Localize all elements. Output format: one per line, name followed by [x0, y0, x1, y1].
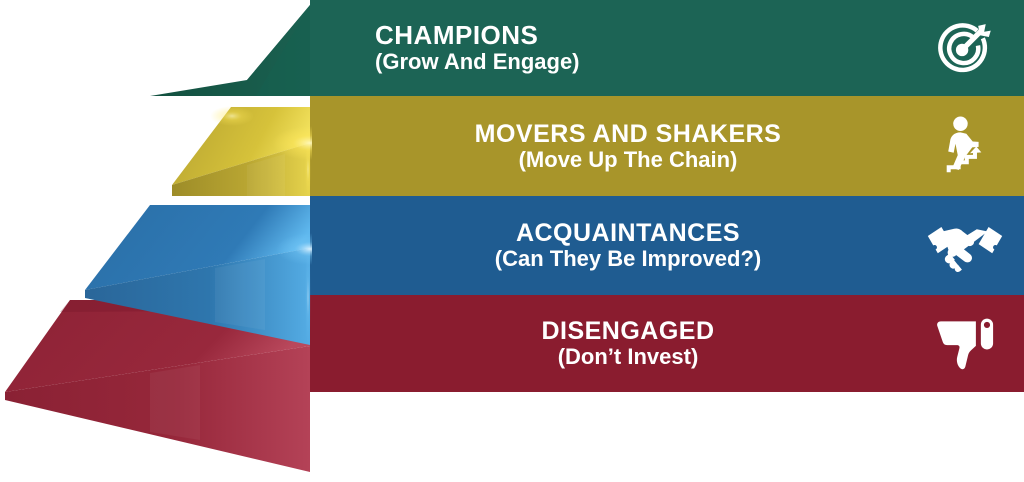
- tier-label-group: DISENGAGED (Don’t Invest): [310, 317, 906, 370]
- tier-title: MOVERS AND SHAKERS: [474, 119, 782, 148]
- tier-label-group: CHAMPIONS (Grow And Engage): [310, 21, 906, 75]
- tier-subtitle: (Grow And Engage): [375, 49, 580, 75]
- tier-bar-movers-and-shakers[interactable]: MOVERS AND SHAKERS (Move Up The Chain): [310, 96, 1024, 196]
- tier-bar-champions[interactable]: CHAMPIONS (Grow And Engage): [310, 0, 1024, 96]
- tier-subtitle: (Can They Be Improved?): [494, 246, 762, 272]
- thumbs-down-icon: [906, 315, 1024, 373]
- pyramid-tier-disengaged: [5, 300, 310, 472]
- pyramid-tier-acquaintances: [85, 205, 312, 345]
- tier-title: CHAMPIONS: [375, 20, 539, 51]
- target-dart-icon: [906, 17, 1024, 79]
- tier-bar-acquaintances[interactable]: ACQUAINTANCES (Can They Be Improved?): [310, 196, 1024, 295]
- tier-title: ACQUAINTANCES: [515, 219, 741, 248]
- tier-label-group: MOVERS AND SHAKERS (Move Up The Chain): [310, 120, 906, 173]
- tier-subtitle: (Move Up The Chain): [518, 146, 738, 172]
- pyramid-tier-champions: [150, 5, 310, 96]
- tier-label-group: ACQUAINTANCES (Can They Be Improved?): [310, 219, 906, 272]
- tier-title: DISENGAGED: [541, 317, 715, 346]
- tier-subtitle: (Don’t Invest): [557, 344, 699, 370]
- handshake-icon: [906, 219, 1024, 273]
- tier-bar-disengaged[interactable]: DISENGAGED (Don’t Invest): [310, 295, 1024, 392]
- person-climbing-stairs-icon: [906, 115, 1024, 177]
